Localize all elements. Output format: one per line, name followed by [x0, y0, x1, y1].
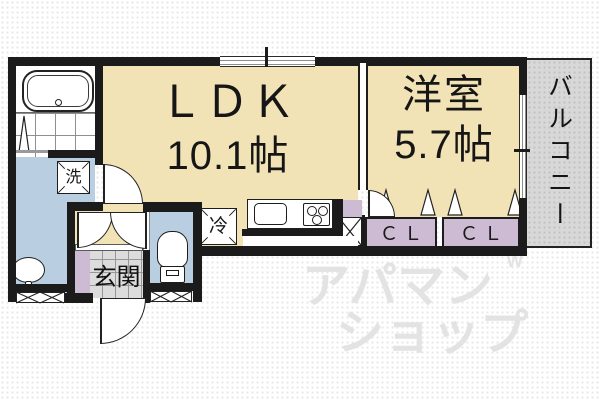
vent-band-washroom: [15, 291, 65, 304]
bathroom-door-track: [16, 150, 48, 153]
toilet-flush-handle: [166, 270, 179, 276]
room-entrance: 玄関: [90, 251, 143, 298]
fridge-label: 冷: [208, 216, 228, 237]
washroom-sink: [12, 257, 45, 283]
fridge-box: 冷: [200, 208, 237, 245]
wall-right-lower: [519, 198, 527, 248]
closet-door-mark: [507, 187, 523, 216]
watermark-line2: ショップ: [336, 307, 529, 360]
room-ldk: [103, 66, 358, 206]
wall-toilet-right: [193, 202, 202, 302]
counter-recess: [243, 236, 358, 246]
closet-2: ＣＬ: [442, 217, 520, 248]
wall-counter-right: [333, 199, 343, 236]
wall-counter-back: [242, 229, 343, 236]
partition-ldk-western: [358, 63, 368, 190]
wall-entrance-bottom: [65, 293, 93, 303]
western-room-label: 洋室: [402, 73, 486, 117]
room-western: [368, 66, 519, 217]
bathtub-inner-rim: [27, 75, 89, 107]
burner-icon: [312, 215, 322, 225]
bathtub-drain: [55, 99, 62, 106]
burner-icon: [307, 206, 317, 216]
window-top-tick: [265, 47, 268, 67]
wall-toilet-bottom: [148, 283, 197, 291]
wall-bottom-band: [198, 246, 527, 256]
vent-band-toilet: [149, 290, 193, 303]
toilet-bowl: [157, 231, 188, 268]
washer-label: 洗: [65, 168, 82, 186]
bathroom-door-mark: [18, 115, 30, 153]
western-room-text: 洋室 5.7帖: [372, 72, 516, 184]
wall-washroom-entrance: [67, 202, 75, 298]
balcony-label: バルコニー: [544, 73, 573, 233]
entrance-label: 玄関: [92, 264, 141, 291]
window-balcony-tick: [514, 149, 530, 152]
wall-cabinet-strip: [340, 200, 362, 217]
washer-box: 洗: [57, 161, 90, 194]
room-balcony: バルコニー: [527, 58, 592, 248]
wall-ps-closet: [362, 215, 365, 248]
ldk-label: ＬＤＫ: [159, 78, 297, 127]
wall-bath-washroom: [48, 150, 98, 158]
wall-washroom-bottom: [16, 284, 70, 292]
watermark-line1: アパマン: [302, 260, 494, 313]
wall-right-upper: [519, 57, 527, 97]
door-entrance: [100, 298, 146, 344]
kitchen-sink: [254, 203, 287, 225]
wall-left: [8, 57, 16, 302]
ldk-text: ＬＤＫ 10.1帖: [108, 78, 348, 190]
closet-1: ＣＬ: [365, 217, 437, 248]
closet-door-mark: [420, 187, 436, 216]
wall-toilet-top: [143, 202, 197, 212]
wall-hall-top: [67, 202, 103, 211]
burner-icon: [318, 206, 328, 216]
closet-1-label: ＣＬ: [379, 224, 428, 245]
shoe-cabinet: [75, 251, 90, 298]
wall-bathroom-right: [95, 57, 103, 165]
stove: [303, 203, 330, 226]
closet-2-label: ＣＬ: [459, 224, 508, 245]
ldk-size: 10.1帖: [166, 133, 290, 178]
western-room-size: 5.7帖: [394, 123, 494, 167]
closet-door-mark: [447, 187, 463, 216]
window-balcony: [519, 95, 527, 198]
wall-entrance-toilet: [143, 250, 150, 303]
